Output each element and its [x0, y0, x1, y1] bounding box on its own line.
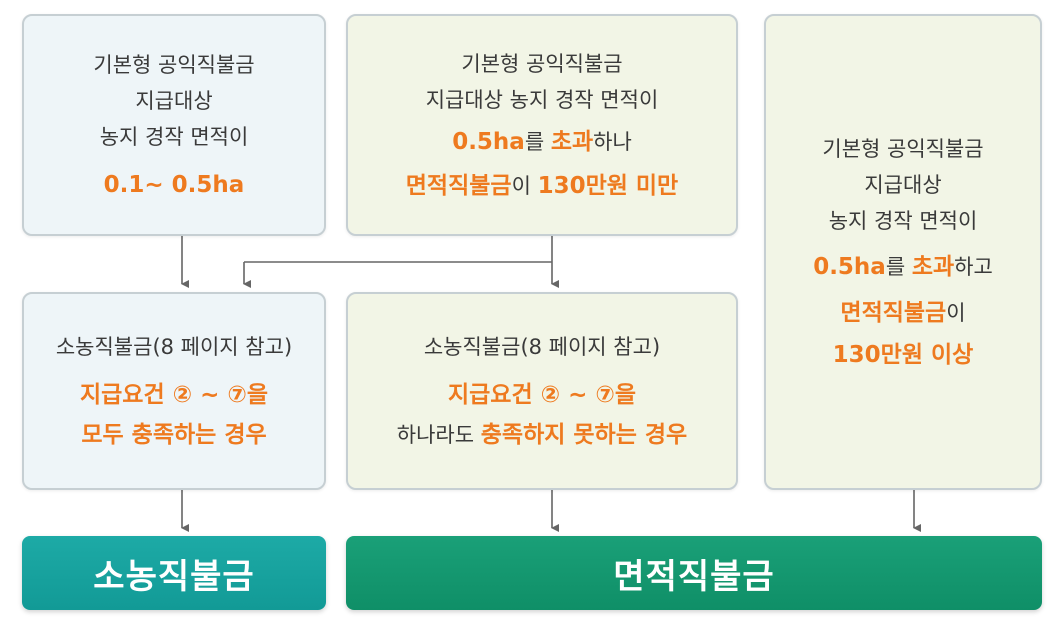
box-right-line-2: 지급대상 [864, 173, 942, 197]
box-mid-left-line-1: 소농직불금(8 페이지 참고) [55, 335, 293, 359]
box-top-middle-line-3: 0.5ha를 초과하나 [452, 124, 632, 160]
box-right-line-4: 0.5ha를 초과하고 [813, 249, 993, 285]
box-right-line-5: 면적직불금이 [840, 295, 965, 331]
connective: 하고 [954, 255, 993, 279]
payment-name-highlight: 면적직불금 [405, 173, 512, 199]
result-small-farmer-payment: 소농직불금 [22, 536, 326, 610]
box-mid-left-line-3: 모두 충족하는 경우 [81, 422, 267, 448]
box-right-line-1: 기본형 공익직불금 [822, 137, 984, 161]
exceed-highlight: 초과 [911, 254, 955, 280]
particle: 를 [524, 130, 551, 154]
box-top-middle: 기본형 공익직불금 지급대상 농지 경작 면적이 0.5ha를 초과하나 면적직… [346, 14, 738, 236]
box-top-left: 기본형 공익직불금 지급대상 농지 경작 면적이 0.1~ 0.5ha [22, 14, 326, 236]
box-top-left-highlight: 0.1~ 0.5ha [103, 172, 245, 198]
connective: 하나 [593, 130, 632, 154]
box-top-left-line-3: 농지 경작 면적이 [99, 125, 249, 149]
amount-highlight: 130만원 미만 [537, 173, 679, 199]
particle: 를 [885, 255, 912, 279]
particle: 이 [511, 174, 538, 198]
box-top-left-line-2: 지급대상 [135, 89, 213, 113]
box-mid-middle: 소농직불금(8 페이지 참고) 지급요건 ② ~ ⑦을 하나라도 충족하지 못하… [346, 292, 738, 490]
box-mid-left: 소농직불금(8 페이지 참고) 지급요건 ② ~ ⑦을 모두 충족하는 경우 [22, 292, 326, 490]
box-right: 기본형 공익직불금 지급대상 농지 경작 면적이 0.5ha를 초과하고 면적직… [764, 14, 1042, 490]
box-top-middle-line-4: 면적직불금이 130만원 미만 [406, 168, 678, 204]
box-right-line-6: 130만원 이상 [832, 342, 974, 368]
box-top-middle-line-2: 지급대상 농지 경작 면적이 [425, 88, 659, 112]
box-top-middle-line-1: 기본형 공익직불금 [461, 52, 623, 76]
box-mid-middle-line-2: 지급요건 ② ~ ⑦을 [447, 382, 637, 408]
condition-highlight: 충족하지 못하는 경우 [480, 422, 688, 448]
area-highlight: 0.5ha [813, 254, 886, 280]
plain-text: 하나라도 [396, 423, 481, 447]
box-right-line-3: 농지 경작 면적이 [828, 209, 978, 233]
area-highlight: 0.5ha [452, 129, 525, 155]
particle: 이 [946, 301, 966, 325]
box-top-left-line-1: 기본형 공익직불금 [93, 53, 255, 77]
result-area-payment: 면적직불금 [346, 536, 1042, 610]
box-mid-middle-line-3: 하나라도 충족하지 못하는 경우 [397, 417, 687, 453]
box-mid-left-line-2: 지급요건 ② ~ ⑦을 [79, 382, 269, 408]
payment-name-highlight: 면적직불금 [840, 300, 947, 326]
box-mid-middle-line-1: 소농직불금(8 페이지 참고) [423, 335, 661, 359]
exceed-highlight: 초과 [550, 129, 594, 155]
